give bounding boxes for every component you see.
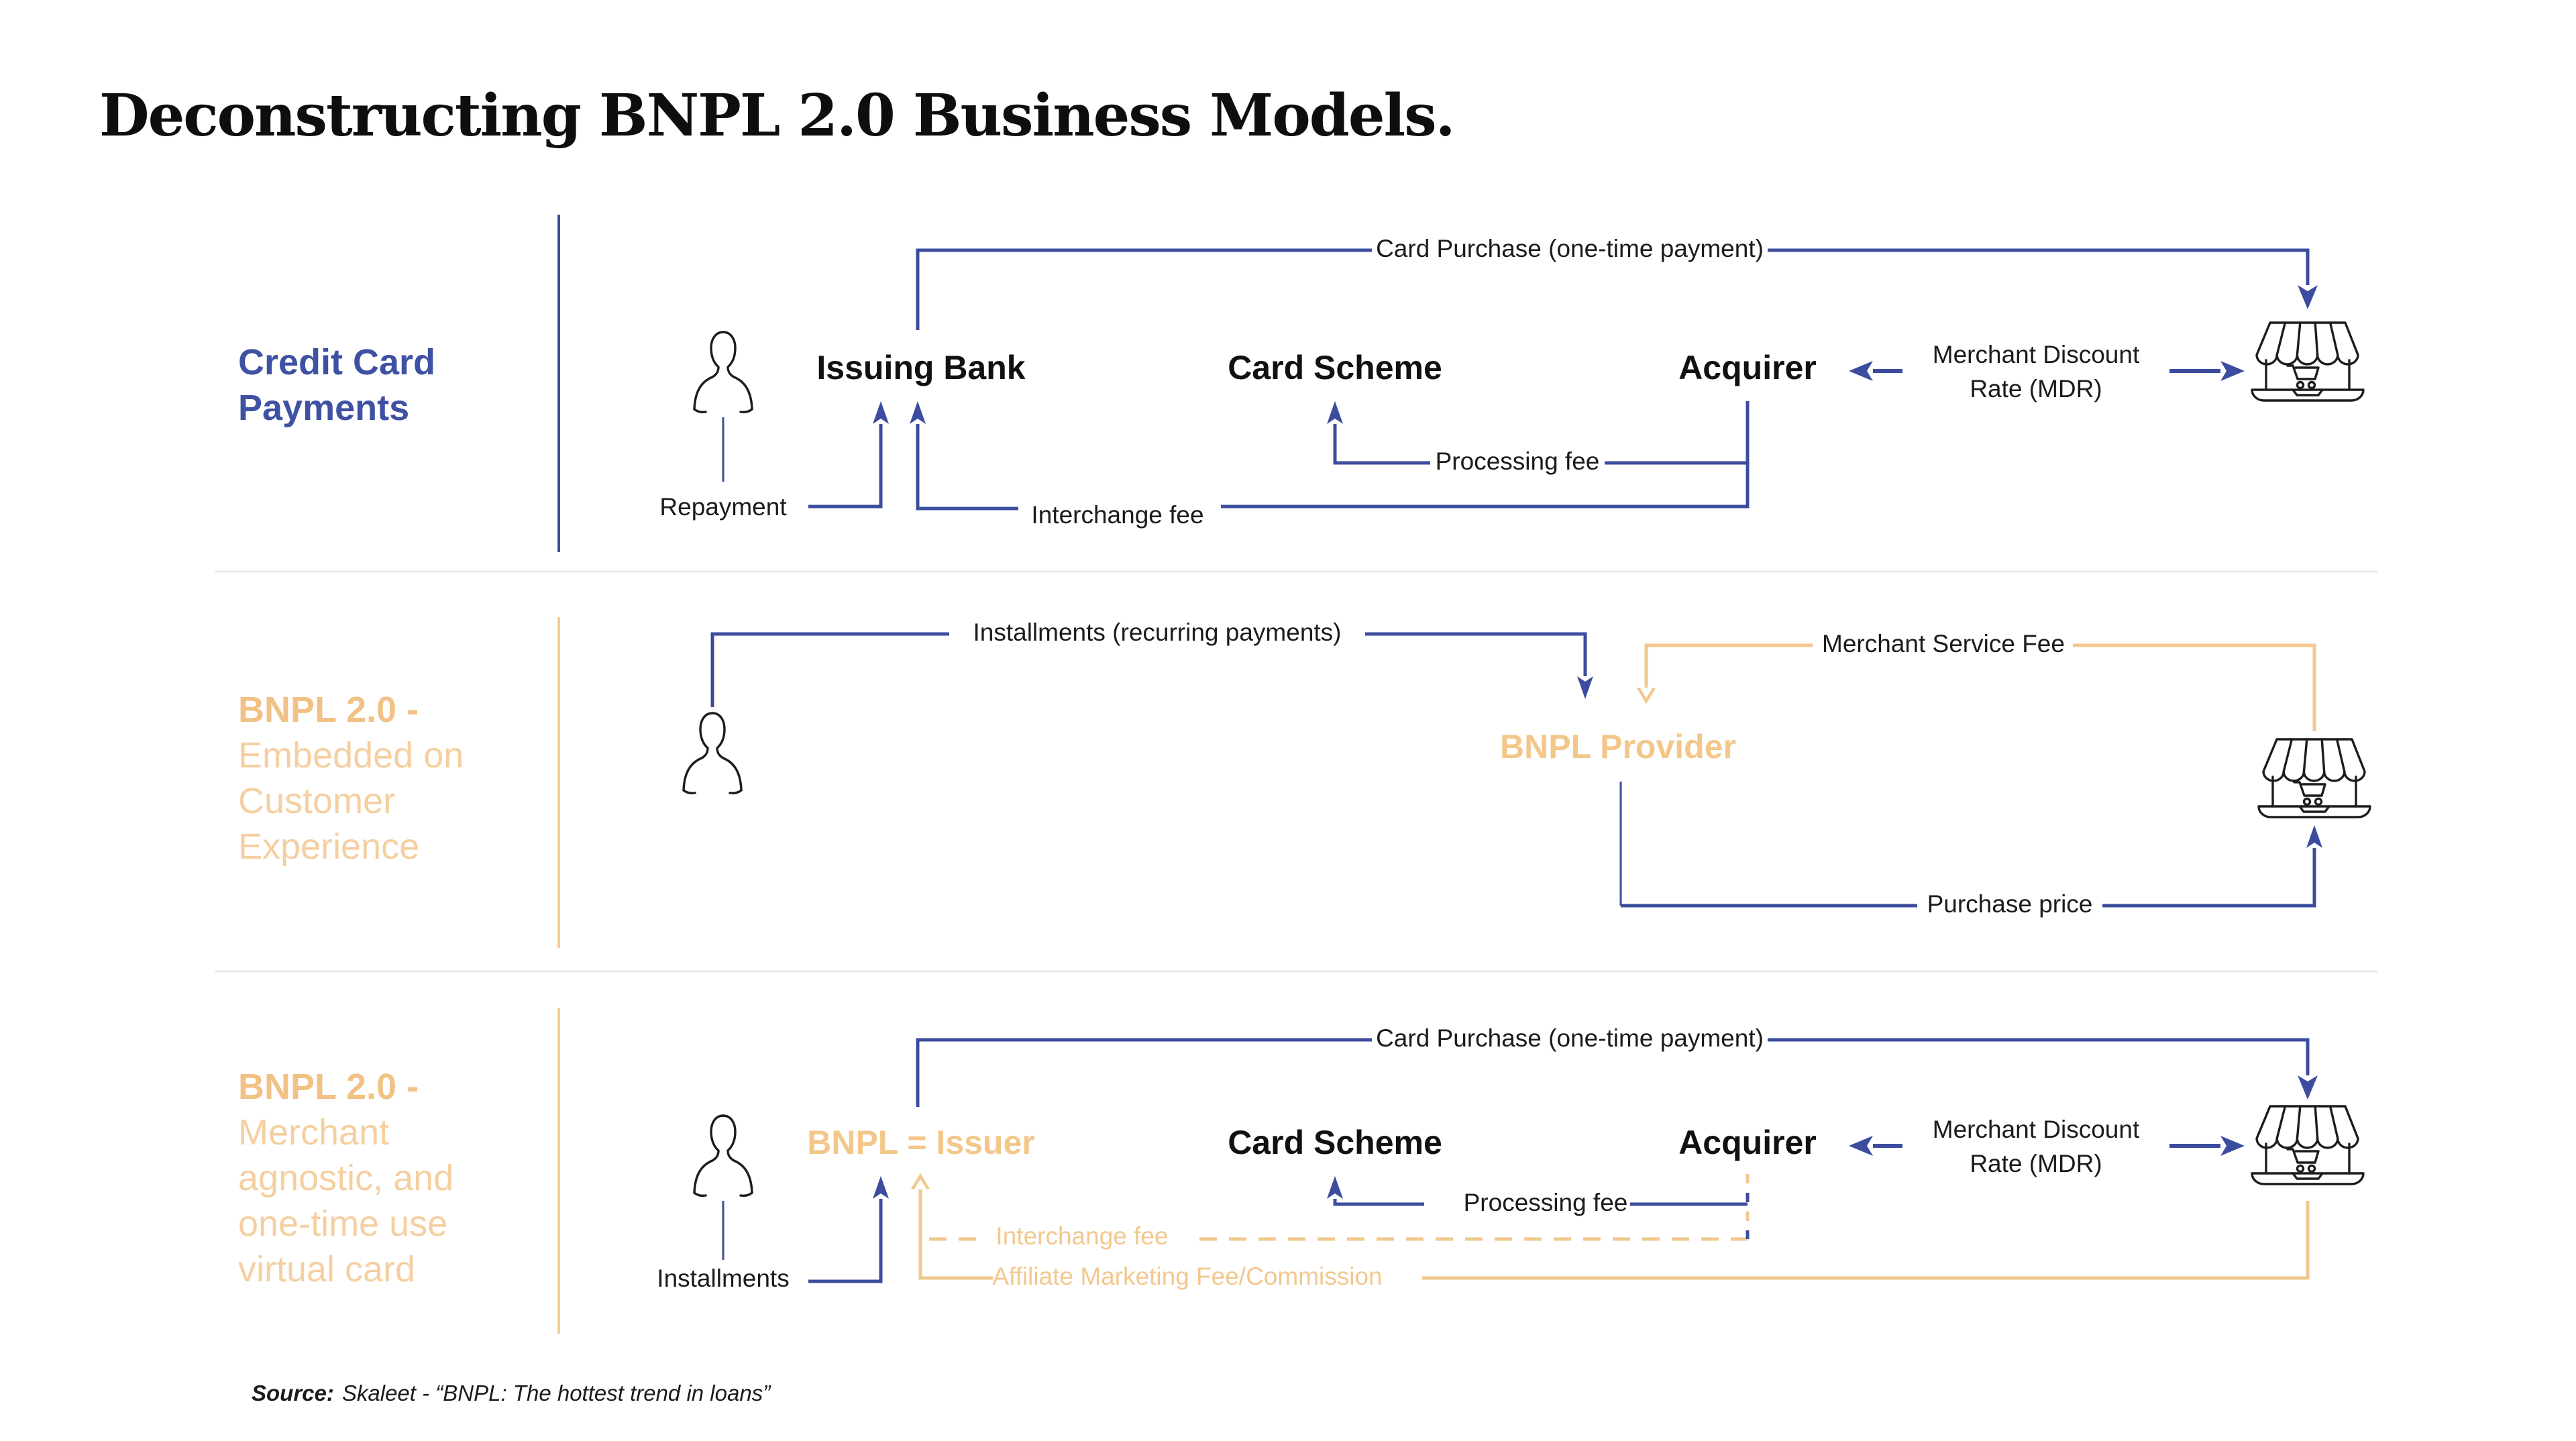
s3-merchant-store-icon — [2250, 1104, 2365, 1188]
s2-label-installments: Installments (recurring payments) — [973, 619, 1342, 646]
s1-label-mdr-line1: Merchant Discount — [1932, 341, 2140, 368]
s3-label-mdr: Merchant Discount Rate (MDR) — [1933, 1112, 2139, 1181]
s2-label-merchant-service-fee: Merchant Service Fee — [1822, 630, 2065, 657]
s3-label-installments: Installments — [657, 1265, 790, 1292]
s1-card-purchase-left-line — [916, 248, 1372, 330]
section3-heading-bold: BNPL 2.0 - — [238, 1067, 419, 1107]
s1-repayment-arrow-to-bank — [808, 401, 889, 509]
s3-entity-acquirer: Acquirer — [1678, 1124, 1817, 1161]
s1-merchant-store-icon — [2250, 320, 2365, 405]
section1-heading-line: Credit Card — [238, 342, 436, 382]
s3-label-affiliate-fee: Affiliate Marketing Fee/Commission — [992, 1263, 1383, 1290]
s3-label-processing-fee: Processing fee — [1463, 1189, 1628, 1216]
s2-installments-left-line — [710, 632, 949, 707]
section1-heading: Credit Card Payments — [238, 339, 435, 431]
source-label: Source: — [252, 1381, 334, 1405]
s2-msf-line-from-merchant — [2073, 643, 2316, 731]
section3-heading-line: virtual card — [238, 1249, 416, 1289]
s2-msf-arrow-to-provider — [1646, 643, 1813, 688]
s3-label-interchange-fee: Interchange fee — [996, 1222, 1169, 1250]
s2-customer-person-icon — [672, 708, 753, 798]
s3-label-mdr-line1: Merchant Discount — [1932, 1116, 2140, 1143]
s3-installments-arrow-to-issuer — [808, 1176, 889, 1283]
s1-customer-person-icon — [683, 327, 763, 417]
s1-interchange-arrow-to-bank — [910, 401, 1018, 511]
section2-heading: BNPL 2.0 - Embedded on Customer Experien… — [238, 687, 464, 869]
s1-entity-acquirer: Acquirer — [1678, 349, 1817, 386]
source-note: Source: Skaleet - “BNPL: The hottest tren… — [252, 1381, 770, 1406]
s3-label-card-purchase: Card Purchase (one-time payment) — [1376, 1024, 1764, 1052]
section2-heading-line: Customer — [238, 781, 396, 821]
s1-label-mdr-line2: Rate (MDR) — [1970, 375, 2102, 403]
s3-affiliate-line-from-merchant — [1422, 1201, 2310, 1280]
s3-label-mdr-line2: Rate (MDR) — [1970, 1150, 2102, 1177]
s2-installments-arrow-to-provider — [1365, 632, 1593, 699]
s2-label-purchase-price: Purchase price — [1927, 890, 2093, 918]
s1-entity-issuing-bank: Issuing Bank — [816, 349, 1026, 386]
s2-purchase-price-arrow-to-merchant — [2102, 825, 2322, 908]
s1-card-purchase-arrow-to-merchant — [1768, 248, 2318, 309]
s1-processing-arrow-to-scheme — [1327, 401, 1430, 465]
s3-customer-person-icon — [683, 1111, 763, 1201]
section3-heading-line: Merchant — [238, 1112, 390, 1153]
s3-entity-bnpl-issuer: BNPL = Issuer — [807, 1124, 1035, 1161]
page-title: Deconstructing BNPL 2.0 Business Models. — [99, 82, 1456, 150]
s3-processing-arrow-to-scheme — [1327, 1176, 1424, 1206]
section2-heading-bold: BNPL 2.0 - — [238, 690, 419, 730]
s3-card-purchase-left-line — [916, 1038, 1372, 1107]
s3-entity-card-scheme: Card Scheme — [1228, 1124, 1442, 1161]
section2-heading-line: Experience — [238, 826, 420, 867]
s3-affiliate-arrow-to-issuer — [920, 1189, 993, 1280]
s1-label-card-purchase: Card Purchase (one-time payment) — [1376, 235, 1764, 262]
s1-interchange-line-from-acquirer — [1221, 401, 1750, 509]
s1-label-repayment: Repayment — [659, 493, 787, 521]
s1-entity-card-scheme: Card Scheme — [1228, 349, 1442, 386]
s1-label-processing-fee: Processing fee — [1435, 447, 1600, 475]
s1-label-mdr: Merchant Discount Rate (MDR) — [1933, 337, 2139, 406]
section2-heading-line: Embedded on — [238, 735, 464, 776]
section3-heading-line: one-time use — [238, 1204, 448, 1244]
section3-heading-line: agnostic, and — [238, 1158, 454, 1198]
s2-entity-bnpl-provider: BNPL Provider — [1500, 728, 1736, 765]
section3-heading: BNPL 2.0 - Merchant agnostic, and one-ti… — [238, 1064, 453, 1292]
source-citation: Skaleet - “BNPL: The hottest trend in lo… — [341, 1381, 771, 1405]
s3-card-purchase-arrow-to-merchant — [1768, 1038, 2318, 1100]
s1-label-interchange-fee: Interchange fee — [1031, 501, 1204, 529]
section1-heading-line: Payments — [238, 388, 410, 428]
s2-merchant-store-icon — [2257, 737, 2372, 821]
